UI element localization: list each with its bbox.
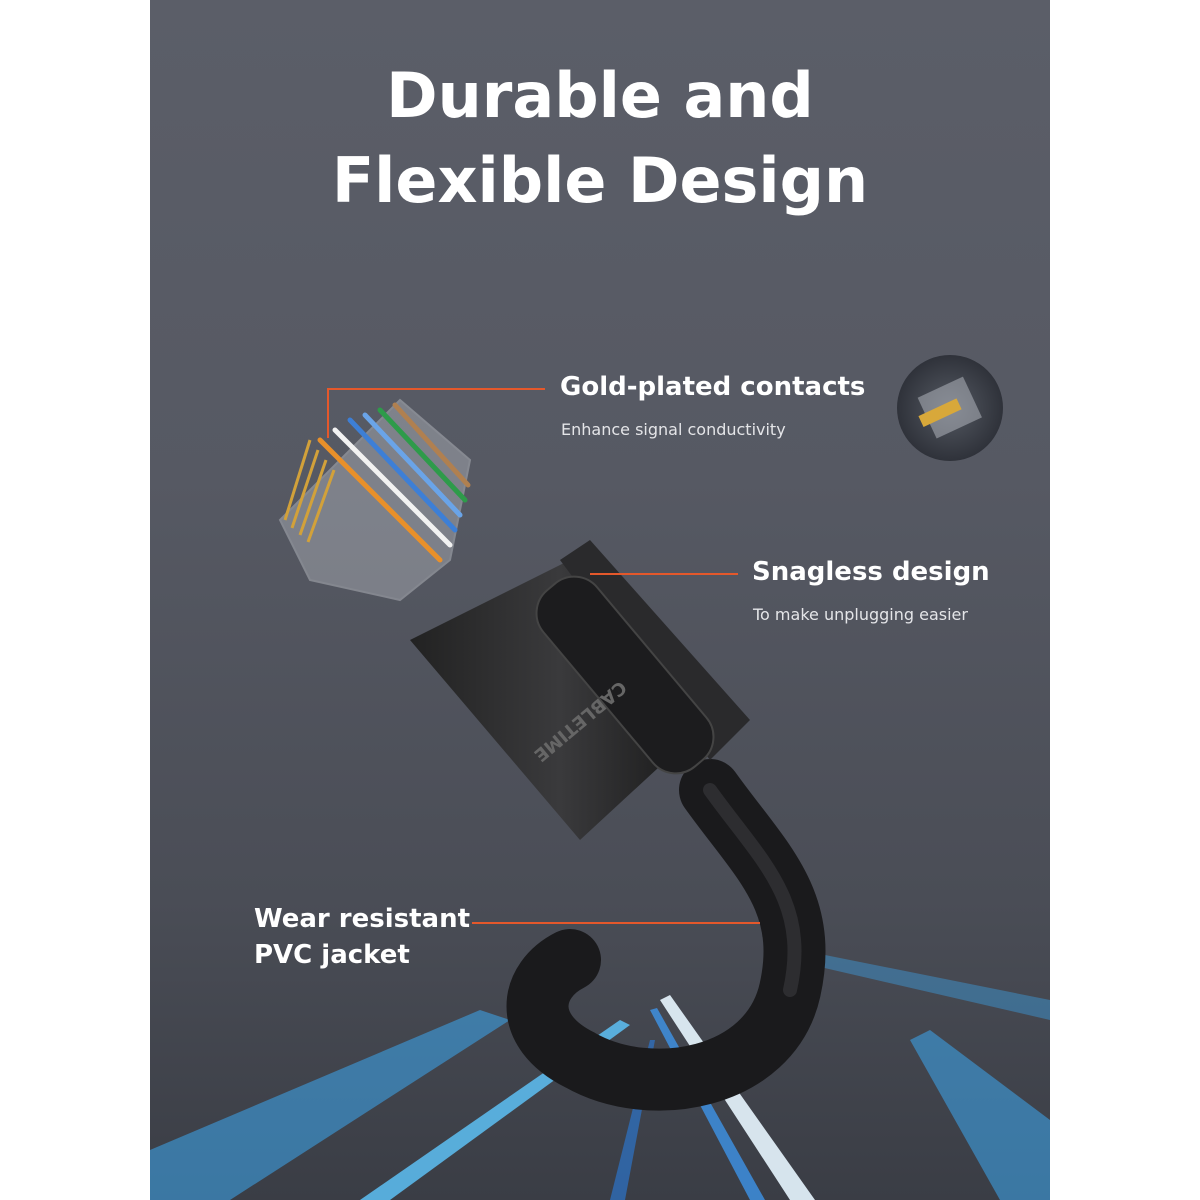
callout-line-snagless	[590, 573, 738, 575]
cable-illustration: CABLETIME	[150, 355, 1050, 1200]
thumbnail-contacts	[897, 355, 1003, 461]
callout-jacket-label-2: PVC jacket	[254, 940, 410, 970]
callout-snagless-label: Snagless design	[752, 557, 990, 587]
callout-jacket-label: Wear resistant	[254, 904, 471, 934]
callout-gold-description: Enhance signal conductivity	[561, 420, 786, 439]
page-title-line2: Flexible Design	[331, 144, 869, 217]
product-banner: CABLETIME Durable and Flexible Design Go	[150, 0, 1050, 1200]
cable	[506, 759, 826, 1111]
callout-line-gold	[327, 388, 545, 390]
rj45-connector: CABLETIME	[278, 398, 750, 840]
callout-line-gold-vertical	[327, 388, 329, 438]
callout-line-jacket	[472, 922, 760, 924]
page-title-line1: Durable and	[386, 59, 814, 132]
callout-gold-label: Gold-plated contacts	[560, 372, 866, 402]
callout-snagless-description: To make unplugging easier	[753, 605, 968, 624]
